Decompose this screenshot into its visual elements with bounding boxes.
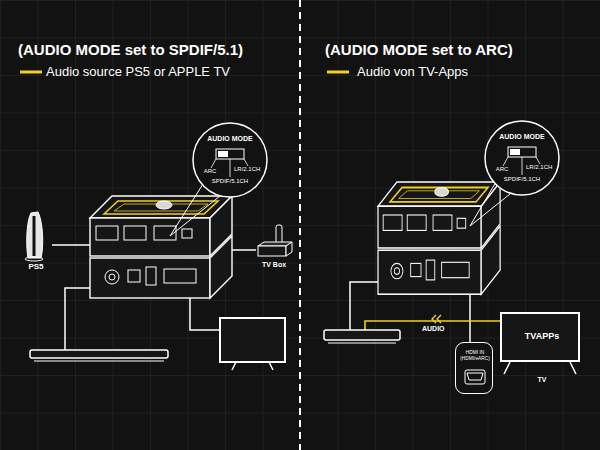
hdmi-port-callout: HDMI IN (HDMI/eARC) (455, 342, 493, 394)
switch-title: AUDIO MODE (200, 135, 260, 143)
direction-chevrons (432, 315, 441, 323)
mode-callout: AUDIO MODE ARC LR/2.1CH SPDIF/5.1CH (484, 120, 560, 196)
soundbar-base (34, 361, 164, 362)
device-label: PS5 (18, 262, 54, 271)
streaming-box: TV Box (250, 222, 298, 274)
legend-line (327, 71, 349, 74)
legend-sample (327, 68, 351, 78)
hdmi-cable (469, 294, 471, 342)
tv-stand (232, 362, 273, 370)
switch-option: LR/2.1CH (526, 164, 558, 171)
device-label: TV (502, 376, 582, 384)
panel-heading: (AUDIO MODE set to ARC) (325, 41, 595, 58)
television: TVAPPsTV (500, 312, 580, 362)
extractor-device (90, 196, 232, 298)
switch-symbol (216, 149, 244, 159)
signal-label: AUDIO (422, 325, 462, 333)
console-core (33, 216, 36, 256)
port-frame (465, 370, 485, 384)
soundbar (30, 350, 168, 358)
switch-option: SPDIF/5.1CH (498, 176, 546, 183)
legend-text: Audio source PS5 or APPLE TV (46, 65, 286, 80)
screen-text: TVAPPs (502, 331, 582, 341)
mode-callout: AUDIO MODE ARC LR/2.1CH SPDIF/5.1CH (192, 122, 268, 198)
switch-option: SPDIF/5.1CH (206, 178, 254, 185)
switch-option: LR/2.1CH (234, 166, 266, 173)
soundbar-base (328, 343, 396, 344)
hdmi-cable (190, 298, 220, 330)
device-label: TV Box (250, 261, 298, 269)
switch-symbol (508, 147, 536, 157)
console-body (27, 212, 43, 258)
callout-circle (485, 121, 559, 195)
soundbar (324, 330, 400, 340)
television (220, 318, 285, 362)
switch-option: ARC (490, 166, 514, 173)
box-front (258, 246, 286, 256)
callout-circle (193, 123, 267, 197)
box-side (286, 242, 292, 256)
switch-option: ARC (198, 168, 222, 175)
panel-divider (299, 0, 301, 450)
tv-stand (504, 362, 576, 374)
panel-heading: (AUDIO MODE set to SPDIF/5.1) (18, 41, 293, 58)
port-label: HDMI IN (HDMI/eARC) (458, 350, 492, 361)
extractor-device (378, 182, 500, 294)
node-shape (484, 120, 560, 196)
console-stand (25, 257, 43, 261)
switch-slider (218, 151, 228, 157)
switch-title: AUDIO MODE (492, 133, 552, 141)
legend-sample (20, 68, 44, 78)
game-console: PS5 (18, 210, 54, 274)
hdmi-cable (52, 244, 92, 246)
node-shape (192, 122, 268, 198)
switch-slider (510, 149, 520, 155)
legend-text: Audio von TV-Apps (357, 65, 587, 80)
hdmi-cable (232, 249, 256, 251)
hdmi-socket (467, 373, 483, 380)
legend-line (20, 71, 42, 74)
